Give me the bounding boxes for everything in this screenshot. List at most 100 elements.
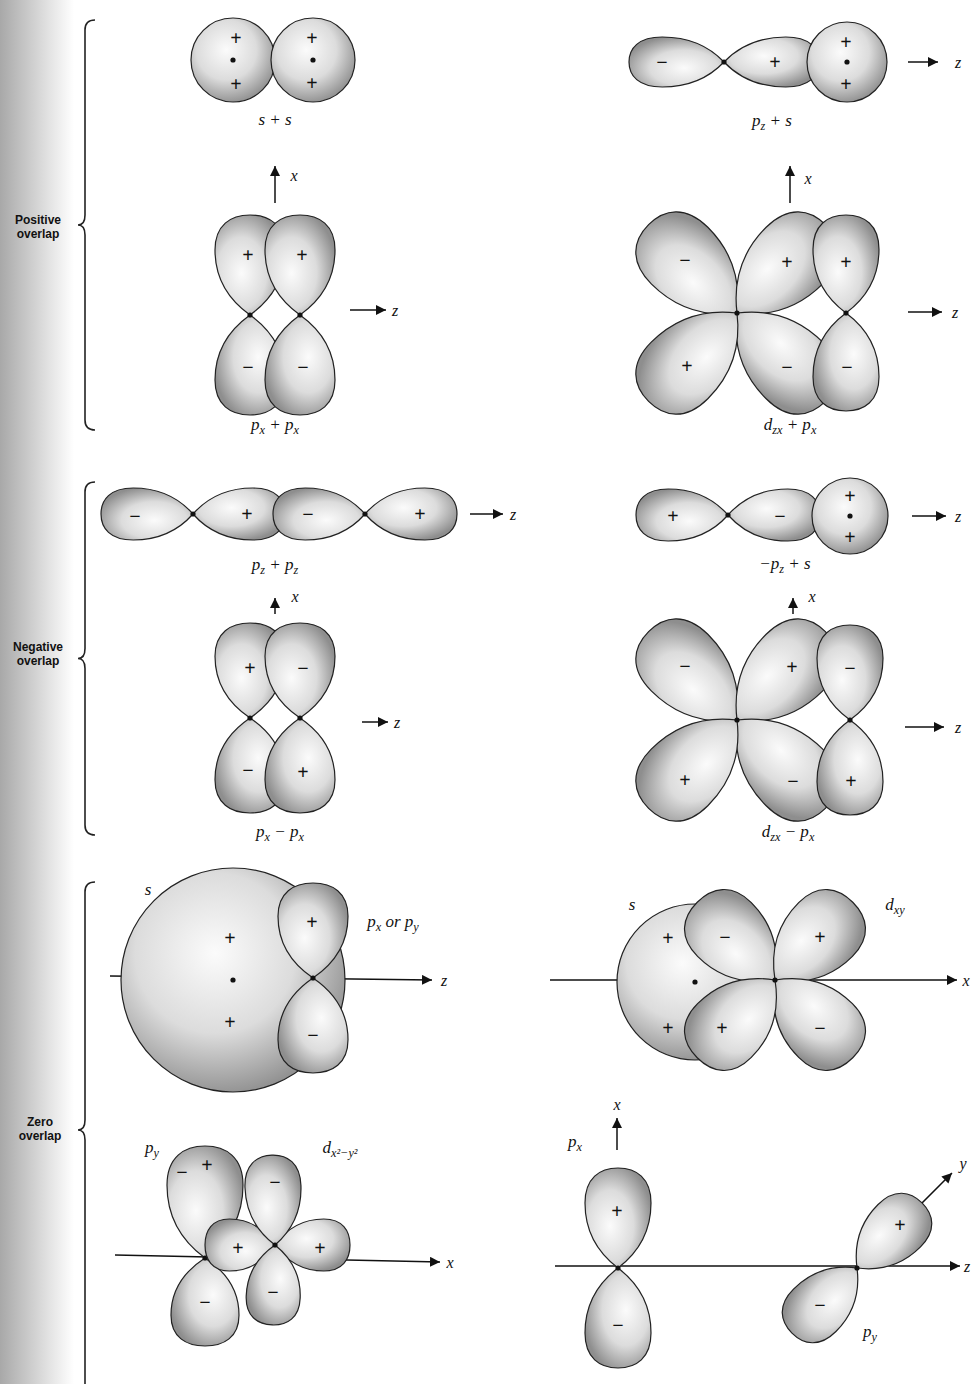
text-part: + [840, 73, 851, 95]
text-part: − [242, 759, 253, 781]
phase-sign: + [814, 927, 825, 947]
subscript: x [811, 422, 816, 436]
text-part: + [201, 1154, 212, 1176]
subscript: xy [894, 902, 905, 916]
phase-sign: + [786, 657, 797, 677]
text-part: + [314, 1237, 325, 1259]
axis-label: z [392, 303, 398, 319]
nucleus-dot [297, 312, 302, 317]
text-part: p [251, 415, 260, 434]
phase-sign: + [241, 504, 252, 524]
overlap-caption: px + px [251, 416, 299, 435]
phase-sign: − [302, 504, 313, 524]
text-part: z [952, 304, 958, 321]
text-part: + [611, 1200, 622, 1222]
text-part: x [804, 170, 811, 187]
text-part: + [845, 770, 856, 792]
nucleus-dot [615, 1265, 620, 1270]
axis-label: z [964, 1259, 970, 1275]
text-part: − [199, 1291, 210, 1313]
text-part: − [302, 503, 313, 525]
nucleus-dot [310, 57, 315, 62]
axis-arrow [362, 721, 388, 723]
axis-arrow [912, 515, 946, 517]
axis-arrow [908, 311, 942, 313]
phase-sign: + [769, 52, 780, 72]
phase-sign: + [230, 28, 241, 48]
overlap-caption: dzx + px [764, 416, 817, 435]
text-part: d [764, 415, 773, 434]
phase-sign: − [841, 357, 852, 377]
text-part: + [296, 244, 307, 266]
subscript: y [154, 1145, 159, 1159]
orbital-label: s [629, 896, 636, 915]
text-part: Positive overlap [15, 213, 61, 241]
text-part: + [232, 1237, 243, 1259]
text-part: −p [759, 554, 779, 573]
phase-sign: + [840, 252, 851, 272]
phase-sign: − [719, 927, 730, 947]
overlap-caption: pz + s [752, 112, 792, 131]
phase-sign: + [414, 504, 425, 524]
text-part: − [719, 926, 730, 948]
axis-label: z [952, 305, 958, 321]
nucleus-dot [847, 717, 852, 722]
phase-sign: + [840, 32, 851, 52]
s-orbital [807, 22, 887, 102]
orbital-label: dxy [885, 896, 904, 915]
overlap-caption: s + s [258, 111, 291, 130]
phase-sign: − [267, 1282, 278, 1302]
orbital-label: py [145, 1139, 159, 1158]
orbital-lobe [245, 1244, 302, 1326]
axis-arrow [350, 309, 386, 311]
axis-label: z [955, 720, 961, 736]
phase-sign: − [242, 760, 253, 780]
text-part: − [679, 249, 690, 271]
text-part: x [290, 167, 297, 184]
text-part: − [297, 356, 308, 378]
text-part: z [510, 506, 516, 523]
axis-label: z [955, 55, 961, 71]
orbital-lobe [771, 1247, 878, 1354]
text-part: + [297, 761, 308, 783]
subscript: x²−y² [331, 1145, 357, 1159]
nucleus-dot [692, 979, 697, 984]
text-part: − [269, 1171, 280, 1193]
phase-sign: − [814, 1018, 825, 1038]
phase-sign: − [781, 357, 792, 377]
text-part: s [145, 880, 152, 899]
group-bracket [78, 882, 95, 1384]
phase-sign: + [297, 762, 308, 782]
orbital-lobe [629, 37, 724, 87]
text-part: + [840, 31, 851, 53]
text-part: − p [270, 822, 298, 841]
text-part: − [242, 356, 253, 378]
phase-sign: − [679, 656, 690, 676]
orbital-lobe [620, 692, 765, 837]
group-label: Zero overlap [8, 1116, 72, 1144]
orbital-lobe [244, 1154, 303, 1246]
orbital-label: dx²−y² [323, 1139, 358, 1158]
orbital-lobe [585, 1268, 651, 1368]
nucleus-dot [844, 59, 849, 64]
phase-sign: − [199, 1292, 210, 1312]
text-part: z [392, 302, 398, 319]
overlap-caption: px − px [256, 823, 304, 842]
subscript: zx [770, 829, 780, 843]
text-part: z [964, 1258, 970, 1275]
text-part: + [224, 1011, 235, 1033]
phase-sign: − [297, 658, 308, 678]
nucleus-dot [310, 975, 315, 980]
nucleus-dot [190, 511, 195, 516]
phase-sign: − [307, 1025, 318, 1045]
subscript: x [577, 1139, 582, 1153]
phase-sign: + [844, 527, 855, 547]
phase-sign: + [681, 356, 692, 376]
orbital-lobe [265, 315, 335, 415]
text-part: + [662, 927, 673, 949]
phase-sign: + [244, 658, 255, 678]
text-part: x [808, 588, 815, 605]
text-part: + [306, 911, 317, 933]
phase-sign: + [662, 1018, 673, 1038]
